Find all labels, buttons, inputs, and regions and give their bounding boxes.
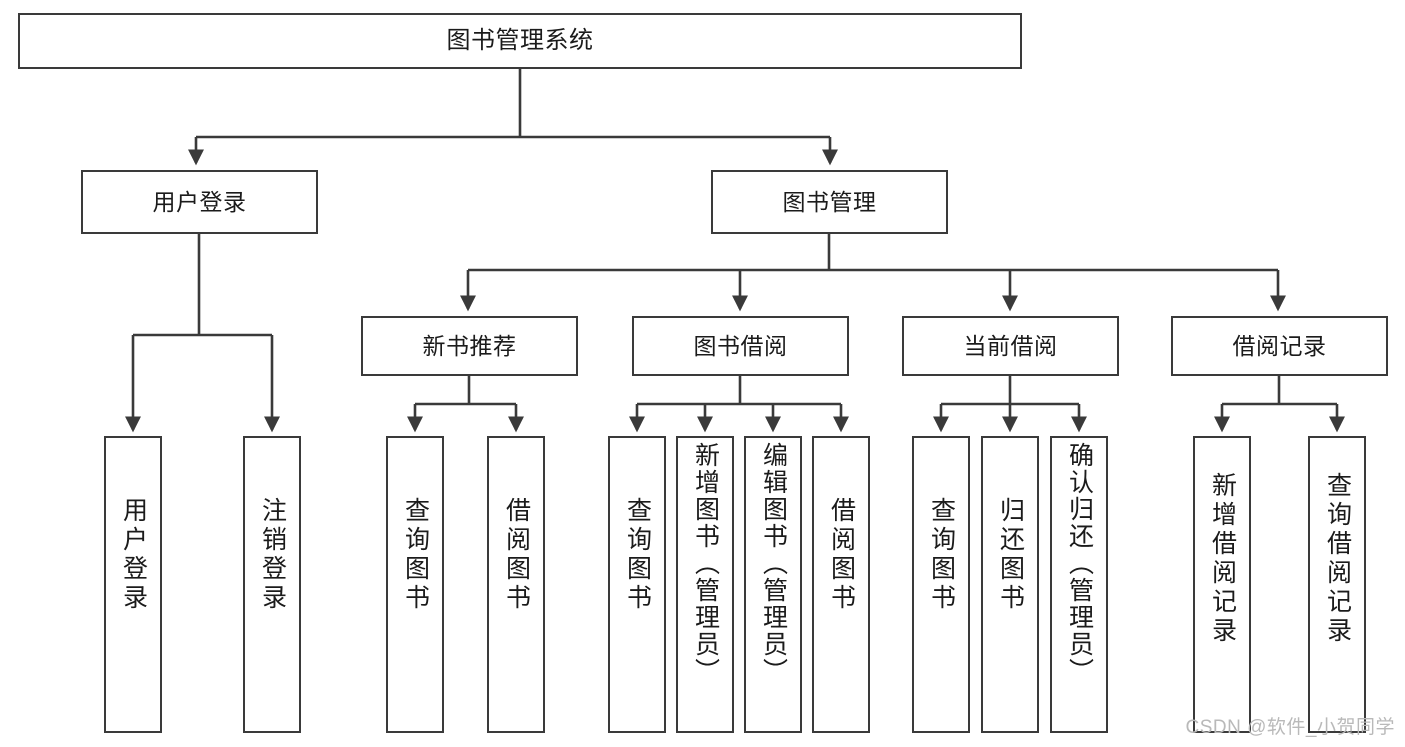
node-borrow-record[interactable]: 借阅记录: [1171, 316, 1388, 376]
leaf-user-login-signin[interactable]: 用户登录: [104, 436, 162, 733]
leaf-user-login-signout[interactable]: 注销登录: [243, 436, 301, 733]
node-label: 借阅图书: [502, 497, 531, 613]
leaf-book-borrow-edit-book-admin[interactable]: 编辑图书（管理员）: [744, 436, 802, 733]
leaf-book-borrow-borrow-book[interactable]: 借阅图书: [812, 436, 870, 733]
leaf-current-borrow-query-book[interactable]: 查询图书: [912, 436, 970, 733]
csdn-watermark: CSDN @软件_小贺同学: [1185, 717, 1395, 738]
node-label: 新增图书（管理员）: [691, 442, 720, 685]
node-label: 查询借阅记录: [1323, 472, 1352, 646]
node-label: 用户登录: [152, 188, 247, 215]
node-label: 编辑图书（管理员）: [759, 442, 788, 685]
leaf-new-book-query-book[interactable]: 查询图书: [386, 436, 444, 733]
leaf-borrow-record-add-record[interactable]: 新增借阅记录: [1193, 436, 1251, 733]
node-label: 借阅记录: [1232, 332, 1327, 359]
node-label: 借阅图书: [827, 497, 856, 613]
leaf-new-book-borrow-book[interactable]: 借阅图书: [487, 436, 545, 733]
node-book-management[interactable]: 图书管理: [711, 170, 948, 234]
node-new-book-recommend[interactable]: 新书推荐: [361, 316, 578, 376]
node-label: 确认归还（管理员）: [1065, 442, 1094, 685]
node-label: 当前借阅: [963, 332, 1058, 359]
node-label: 新书推荐: [422, 332, 517, 359]
leaf-borrow-record-query-record[interactable]: 查询借阅记录: [1308, 436, 1366, 733]
leaf-current-borrow-confirm-return-admin[interactable]: 确认归还（管理员）: [1050, 436, 1108, 733]
node-label: 图书管理系统: [446, 27, 594, 55]
node-current-borrow[interactable]: 当前借阅: [902, 316, 1119, 376]
node-label: 归还图书: [996, 497, 1025, 613]
leaf-current-borrow-return-book[interactable]: 归还图书: [981, 436, 1039, 733]
leaf-book-borrow-query-book[interactable]: 查询图书: [608, 436, 666, 733]
node-label: 注销登录: [258, 497, 287, 613]
node-label: 图书管理: [782, 188, 877, 215]
node-label: 新增借阅记录: [1208, 472, 1237, 646]
node-label: 查询图书: [927, 497, 956, 613]
leaf-book-borrow-add-book-admin[interactable]: 新增图书（管理员）: [676, 436, 734, 733]
node-label: 查询图书: [401, 497, 430, 613]
node-user-login[interactable]: 用户登录: [81, 170, 318, 234]
node-label: 查询图书: [623, 497, 652, 613]
node-book-borrow[interactable]: 图书借阅: [632, 316, 849, 376]
node-label: 图书借阅: [693, 332, 788, 359]
node-root-book-management-system[interactable]: 图书管理系统: [18, 13, 1022, 69]
node-label: 用户登录: [119, 497, 148, 613]
